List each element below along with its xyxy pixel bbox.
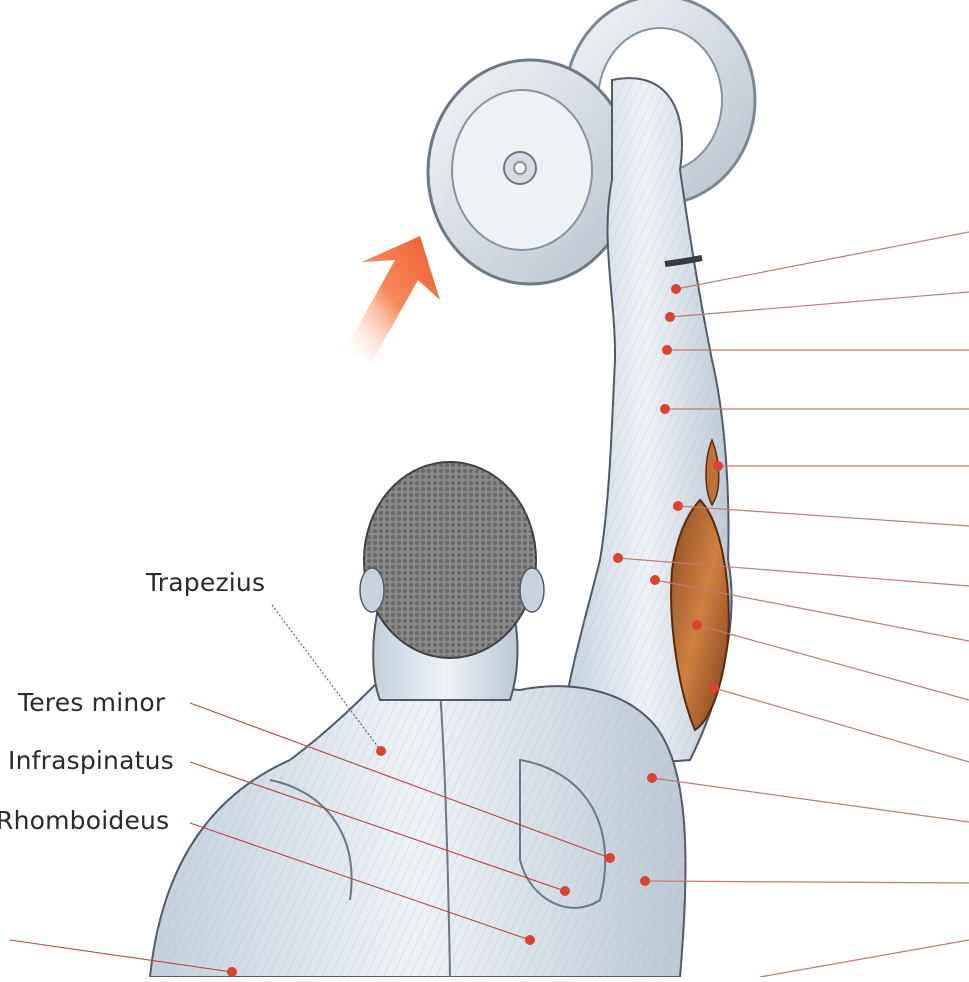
label-rhomboideus: Rhomboideus bbox=[0, 806, 170, 835]
label-teres-minor: Teres minor bbox=[18, 688, 166, 717]
right-leader-lines bbox=[617, 231, 969, 978]
dumbbell bbox=[426, 0, 757, 286]
head bbox=[359, 461, 545, 659]
left-leader-lines bbox=[9, 604, 611, 973]
label-trapezius: Trapezius bbox=[146, 568, 266, 597]
label-infraspinatus: Infraspinatus bbox=[8, 746, 174, 775]
direction-arrow-icon bbox=[345, 236, 440, 362]
muscle-markers bbox=[227, 284, 723, 977]
